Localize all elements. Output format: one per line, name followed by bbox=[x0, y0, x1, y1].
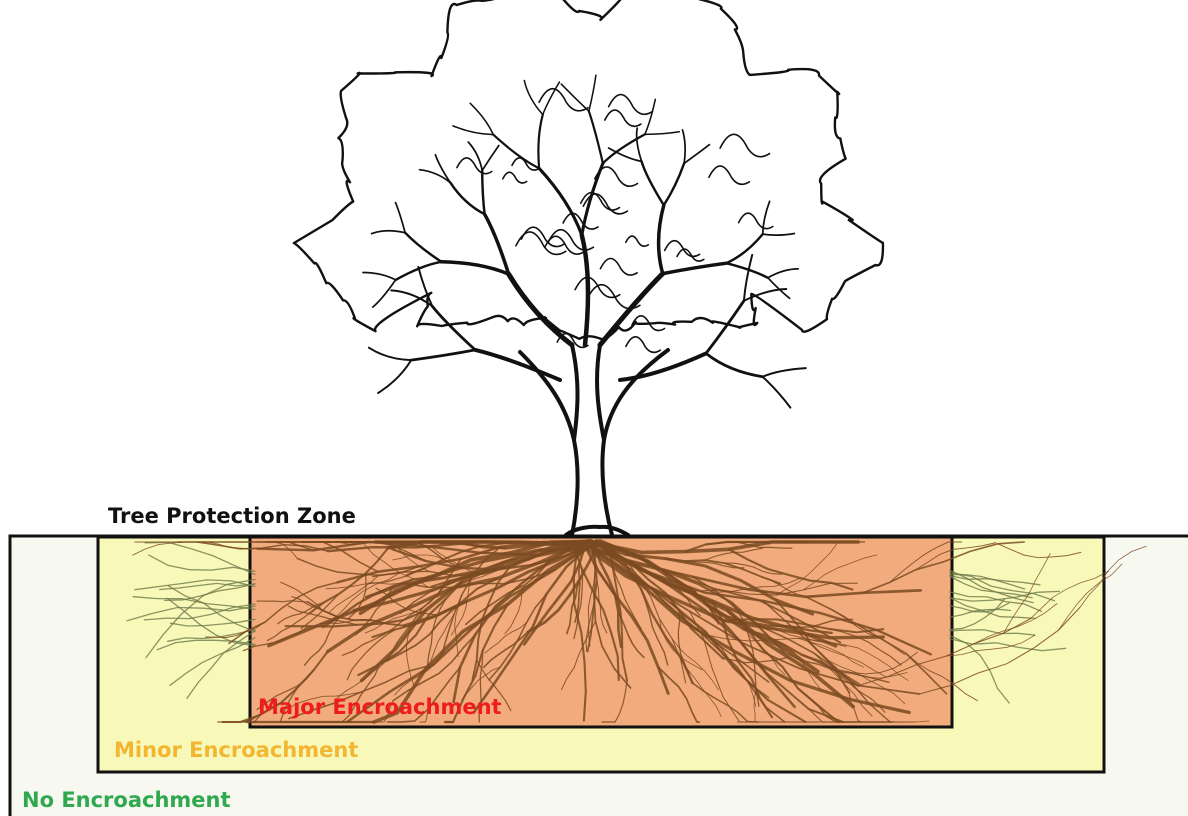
no-encroachment-label: No Encroachment bbox=[22, 790, 231, 811]
diagram-title: Tree Protection Zone bbox=[108, 506, 356, 527]
tree-branches bbox=[363, 75, 806, 407]
minor-encroachment-label: Minor Encroachment bbox=[114, 740, 358, 761]
major-encroachment-label: Major Encroachment bbox=[258, 697, 502, 718]
